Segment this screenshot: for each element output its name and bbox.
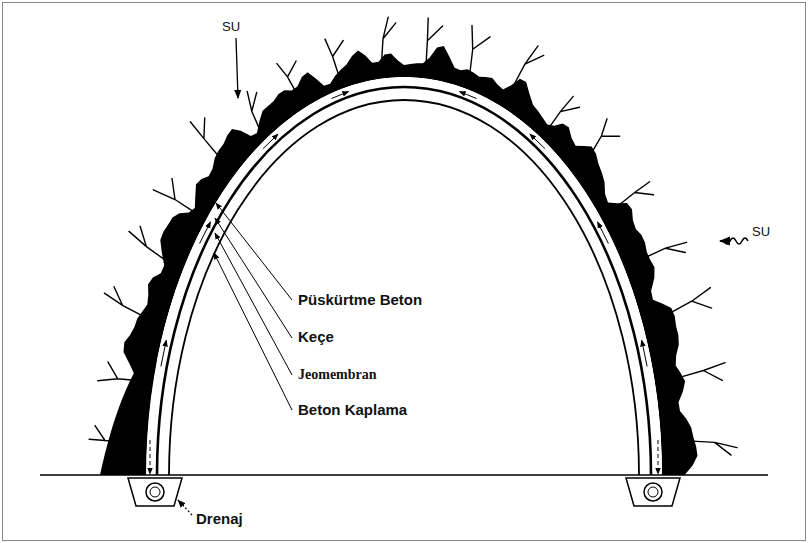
leader-line	[215, 233, 292, 375]
rock-crack	[382, 17, 396, 60]
rock-crack	[153, 179, 194, 213]
rock-crack	[681, 363, 725, 381]
flow-arrow	[598, 222, 609, 244]
flow-arrow	[459, 92, 476, 99]
geomembrane-line	[157, 87, 651, 475]
layer-label: Beton Kaplama	[298, 401, 407, 419]
leader-line	[214, 253, 292, 410]
flow-arrow	[332, 92, 349, 99]
flow-arrow	[658, 440, 659, 474]
rock-crack	[247, 91, 259, 129]
water-label: SU	[222, 18, 240, 36]
rock-crack	[593, 119, 620, 151]
flow-arrow	[200, 222, 211, 244]
rock-crack	[98, 362, 137, 381]
rock-crack	[646, 242, 686, 257]
layer-label: Keçe	[298, 328, 334, 346]
rock-crack	[190, 118, 218, 155]
water-label: SU	[752, 223, 770, 241]
rock-crack	[470, 26, 490, 73]
flow-arrow	[642, 340, 647, 366]
drain-right	[626, 478, 680, 506]
shotcrete-rock-fill	[111, 46, 698, 475]
rock-crack	[129, 226, 165, 260]
felt-band	[146, 77, 662, 475]
rock-crack	[549, 96, 579, 127]
flow-arrow	[161, 340, 166, 366]
rock-crack	[692, 441, 737, 455]
layer-label: Püskürtme Beton	[298, 291, 422, 309]
frame	[3, 3, 806, 541]
rock-crack	[89, 426, 121, 442]
rock-crack	[104, 287, 141, 316]
rock-crack	[515, 46, 544, 84]
ground-line	[40, 474, 768, 476]
rock-crack	[620, 182, 653, 204]
rock-crack	[426, 18, 443, 63]
rock-mass	[89, 17, 737, 475]
water-arrow-wavy	[720, 238, 748, 244]
flow-arrow	[263, 134, 278, 149]
tunnel-layers	[145, 76, 663, 475]
rock-crack	[325, 39, 343, 74]
drain-label: Drenaj	[196, 510, 243, 528]
layer-label: Jeomembran	[298, 366, 377, 384]
water-arrow	[236, 38, 238, 98]
concrete-lining-line	[169, 100, 639, 475]
felt-line	[145, 76, 663, 475]
drain-left	[128, 478, 182, 506]
leader-line	[216, 203, 292, 300]
rock-crack	[277, 61, 296, 91]
leader-line	[178, 500, 192, 515]
flow-arrow	[530, 134, 545, 149]
flow-arrow	[150, 440, 151, 474]
rock-crack	[672, 288, 712, 313]
